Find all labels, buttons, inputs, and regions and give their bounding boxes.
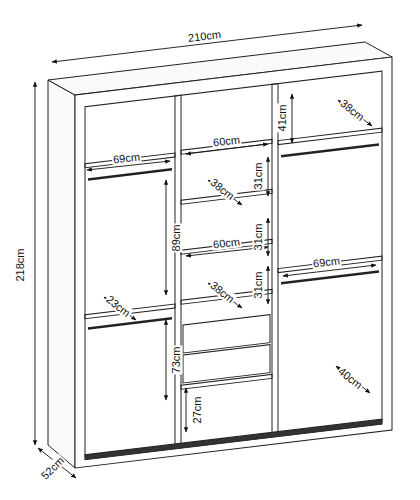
dimension-label: 31cm	[252, 162, 264, 191]
dimension-label: 218cm	[14, 247, 26, 282]
dimension-label: 89cm	[170, 224, 182, 253]
dimension-label: 31cm	[252, 271, 264, 300]
dimension-label: 73cm	[170, 346, 182, 375]
dimension-label: 210cm	[187, 28, 223, 44]
dimension-label: 41cm	[276, 104, 288, 133]
dimension-label: 27cm	[191, 396, 203, 425]
dimension-label: 31cm	[252, 223, 264, 252]
dimension-label: 52cm	[38, 454, 67, 483]
